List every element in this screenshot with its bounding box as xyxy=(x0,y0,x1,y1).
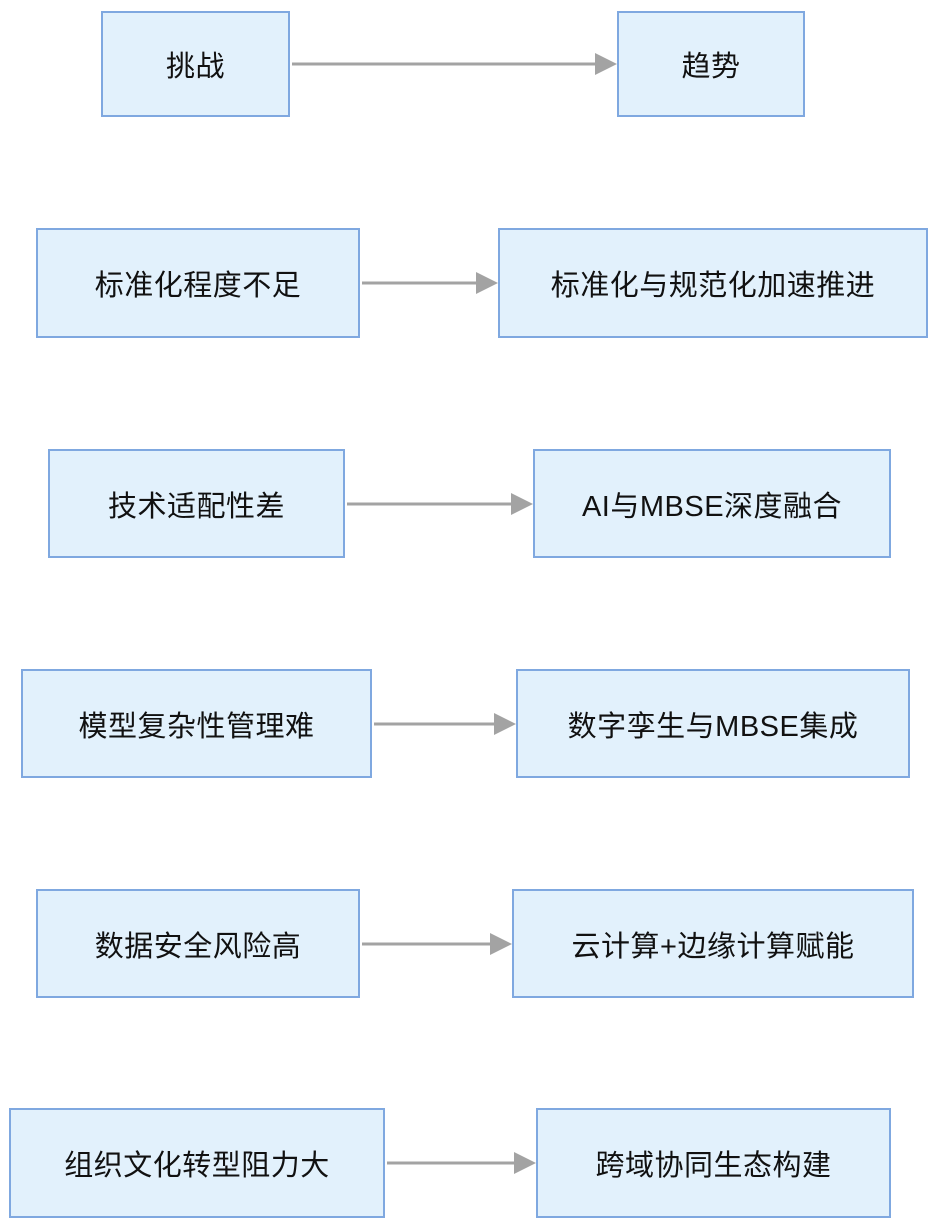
challenge-node: 组织文化转型阻力大 xyxy=(9,1108,385,1218)
trend-label: 跨域协同生态构建 xyxy=(595,1150,832,1182)
trend-node: 数字孪生与MBSE集成 xyxy=(516,669,910,778)
challenge-header-node: 挑战 xyxy=(101,11,290,117)
trend-label: 标准化与规范化加速推进 xyxy=(550,270,876,302)
arrowhead-icon xyxy=(490,932,512,955)
arrowhead-icon xyxy=(595,53,617,75)
arrow-line xyxy=(362,942,494,945)
diagram-row: 模型复杂性管理难 数字孪生与MBSE集成 xyxy=(0,669,938,778)
arrow-line xyxy=(362,281,480,285)
challenge-header-label: 挑战 xyxy=(165,51,225,83)
challenge-node: 数据安全风险高 xyxy=(36,889,360,998)
arrowhead-icon xyxy=(514,1152,536,1174)
arrowhead-icon xyxy=(476,272,498,294)
challenge-label: 组织文化转型阻力大 xyxy=(64,1150,330,1182)
challenge-node: 模型复杂性管理难 xyxy=(21,669,372,778)
diagram-row: 组织文化转型阻力大 跨域协同生态构建 xyxy=(0,1108,938,1218)
arrow-connector xyxy=(292,53,617,75)
challenge-label: 数据安全风险高 xyxy=(94,930,302,963)
arrowhead-icon xyxy=(494,712,516,735)
trend-label: 云计算+边缘计算赋能 xyxy=(571,930,855,963)
trend-label: 数字孪生与MBSE集成 xyxy=(567,710,859,743)
trend-header-label: 趋势 xyxy=(681,51,741,83)
arrow-connector xyxy=(362,932,512,955)
diagram-row: 标准化程度不足 标准化与规范化加速推进 xyxy=(0,228,938,338)
trend-label: AI与MBSE深度融合 xyxy=(581,490,843,523)
trend-node: 跨域协同生态构建 xyxy=(536,1108,891,1218)
arrow-connector xyxy=(374,712,516,735)
arrow-line xyxy=(374,722,498,725)
arrowhead-icon xyxy=(511,492,533,515)
arrow-connector xyxy=(347,492,533,515)
header-row: 挑战 趋势 xyxy=(0,11,938,117)
challenge-node: 标准化程度不足 xyxy=(36,228,360,338)
arrow-line xyxy=(347,502,515,505)
trend-node: 标准化与规范化加速推进 xyxy=(498,228,928,338)
arrow-connector xyxy=(362,272,498,294)
trend-header-node: 趋势 xyxy=(617,11,805,117)
diagram-row: 技术适配性差 AI与MBSE深度融合 xyxy=(0,449,938,558)
challenge-label: 模型复杂性管理难 xyxy=(78,710,315,743)
challenge-label: 标准化程度不足 xyxy=(94,270,302,302)
trend-node: 云计算+边缘计算赋能 xyxy=(512,889,914,998)
arrow-connector xyxy=(387,1152,536,1174)
arrow-line xyxy=(292,62,599,66)
challenge-node: 技术适配性差 xyxy=(48,449,345,558)
diagram-row: 数据安全风险高 云计算+边缘计算赋能 xyxy=(0,889,938,998)
challenge-label: 技术适配性差 xyxy=(107,490,285,523)
arrow-line xyxy=(387,1161,518,1165)
trend-node: AI与MBSE深度融合 xyxy=(533,449,891,558)
